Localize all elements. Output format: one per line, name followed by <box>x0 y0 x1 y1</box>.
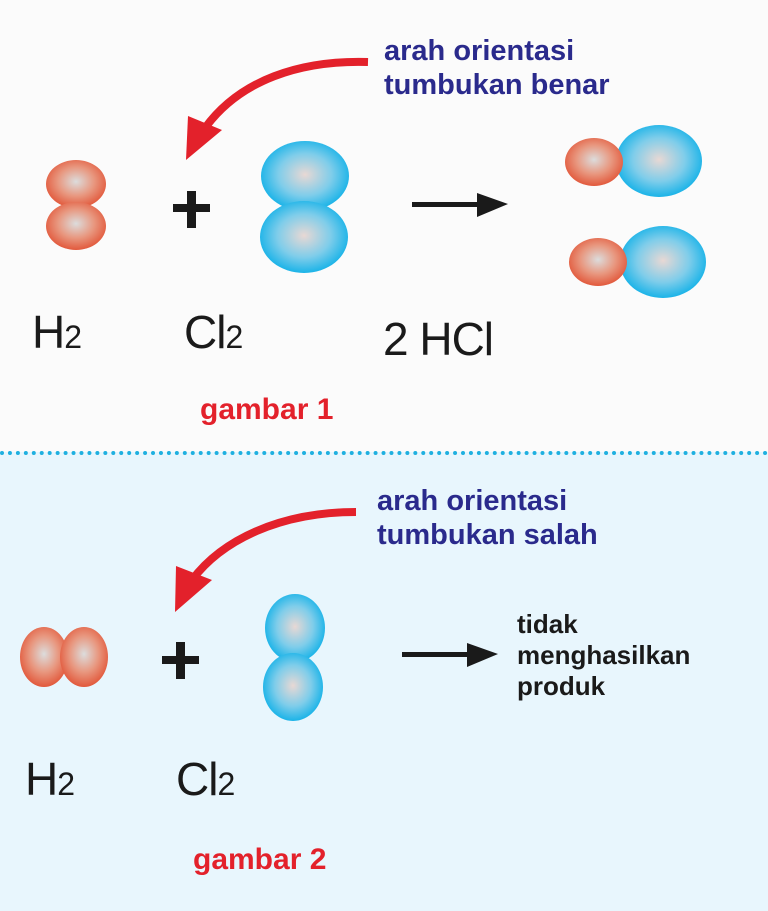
annotation-line-1: arah orientasi <box>377 485 568 517</box>
figure-1-panel <box>0 0 768 452</box>
cl2-molecule-1 <box>260 141 349 273</box>
h2-label-1: H2 <box>32 306 82 358</box>
no-product-result: tidak menghasilkan produk <box>517 609 691 701</box>
plus-sign-2 <box>162 642 199 679</box>
orientation-arrow-1 <box>186 57 369 160</box>
reaction-arrow-2 <box>402 643 498 667</box>
hcl-molecule-1 <box>565 125 702 197</box>
h2-molecule-1 <box>46 160 106 250</box>
cl2-molecule-2 <box>263 594 325 721</box>
h2-label-2: H2 <box>25 753 75 805</box>
annotation-line-2: tumbukan benar <box>384 69 610 101</box>
annotation-wrong-orientation: arah orientasi tumbukan salah <box>377 484 598 552</box>
figure-2-panel <box>0 452 768 911</box>
reaction-arrow-1 <box>412 193 508 217</box>
annotation-line-2: tumbukan salah <box>377 519 598 551</box>
hcl-molecule-2 <box>569 226 706 298</box>
cl2-label-2: Cl2 <box>176 753 235 805</box>
orientation-arrow-2 <box>175 508 357 612</box>
annotation-correct-orientation: arah orientasi tumbukan benar <box>384 34 610 102</box>
dotted-divider <box>0 451 768 455</box>
h2-molecule-2 <box>20 627 108 687</box>
plus-sign-1 <box>173 191 210 228</box>
cl2-label-1: Cl2 <box>184 306 243 358</box>
caption-figure-1: gambar 1 <box>200 393 334 426</box>
annotation-line-1: arah orientasi <box>384 35 575 67</box>
product-label: 2 HCl <box>383 313 494 365</box>
caption-figure-2: gambar 2 <box>193 843 327 876</box>
